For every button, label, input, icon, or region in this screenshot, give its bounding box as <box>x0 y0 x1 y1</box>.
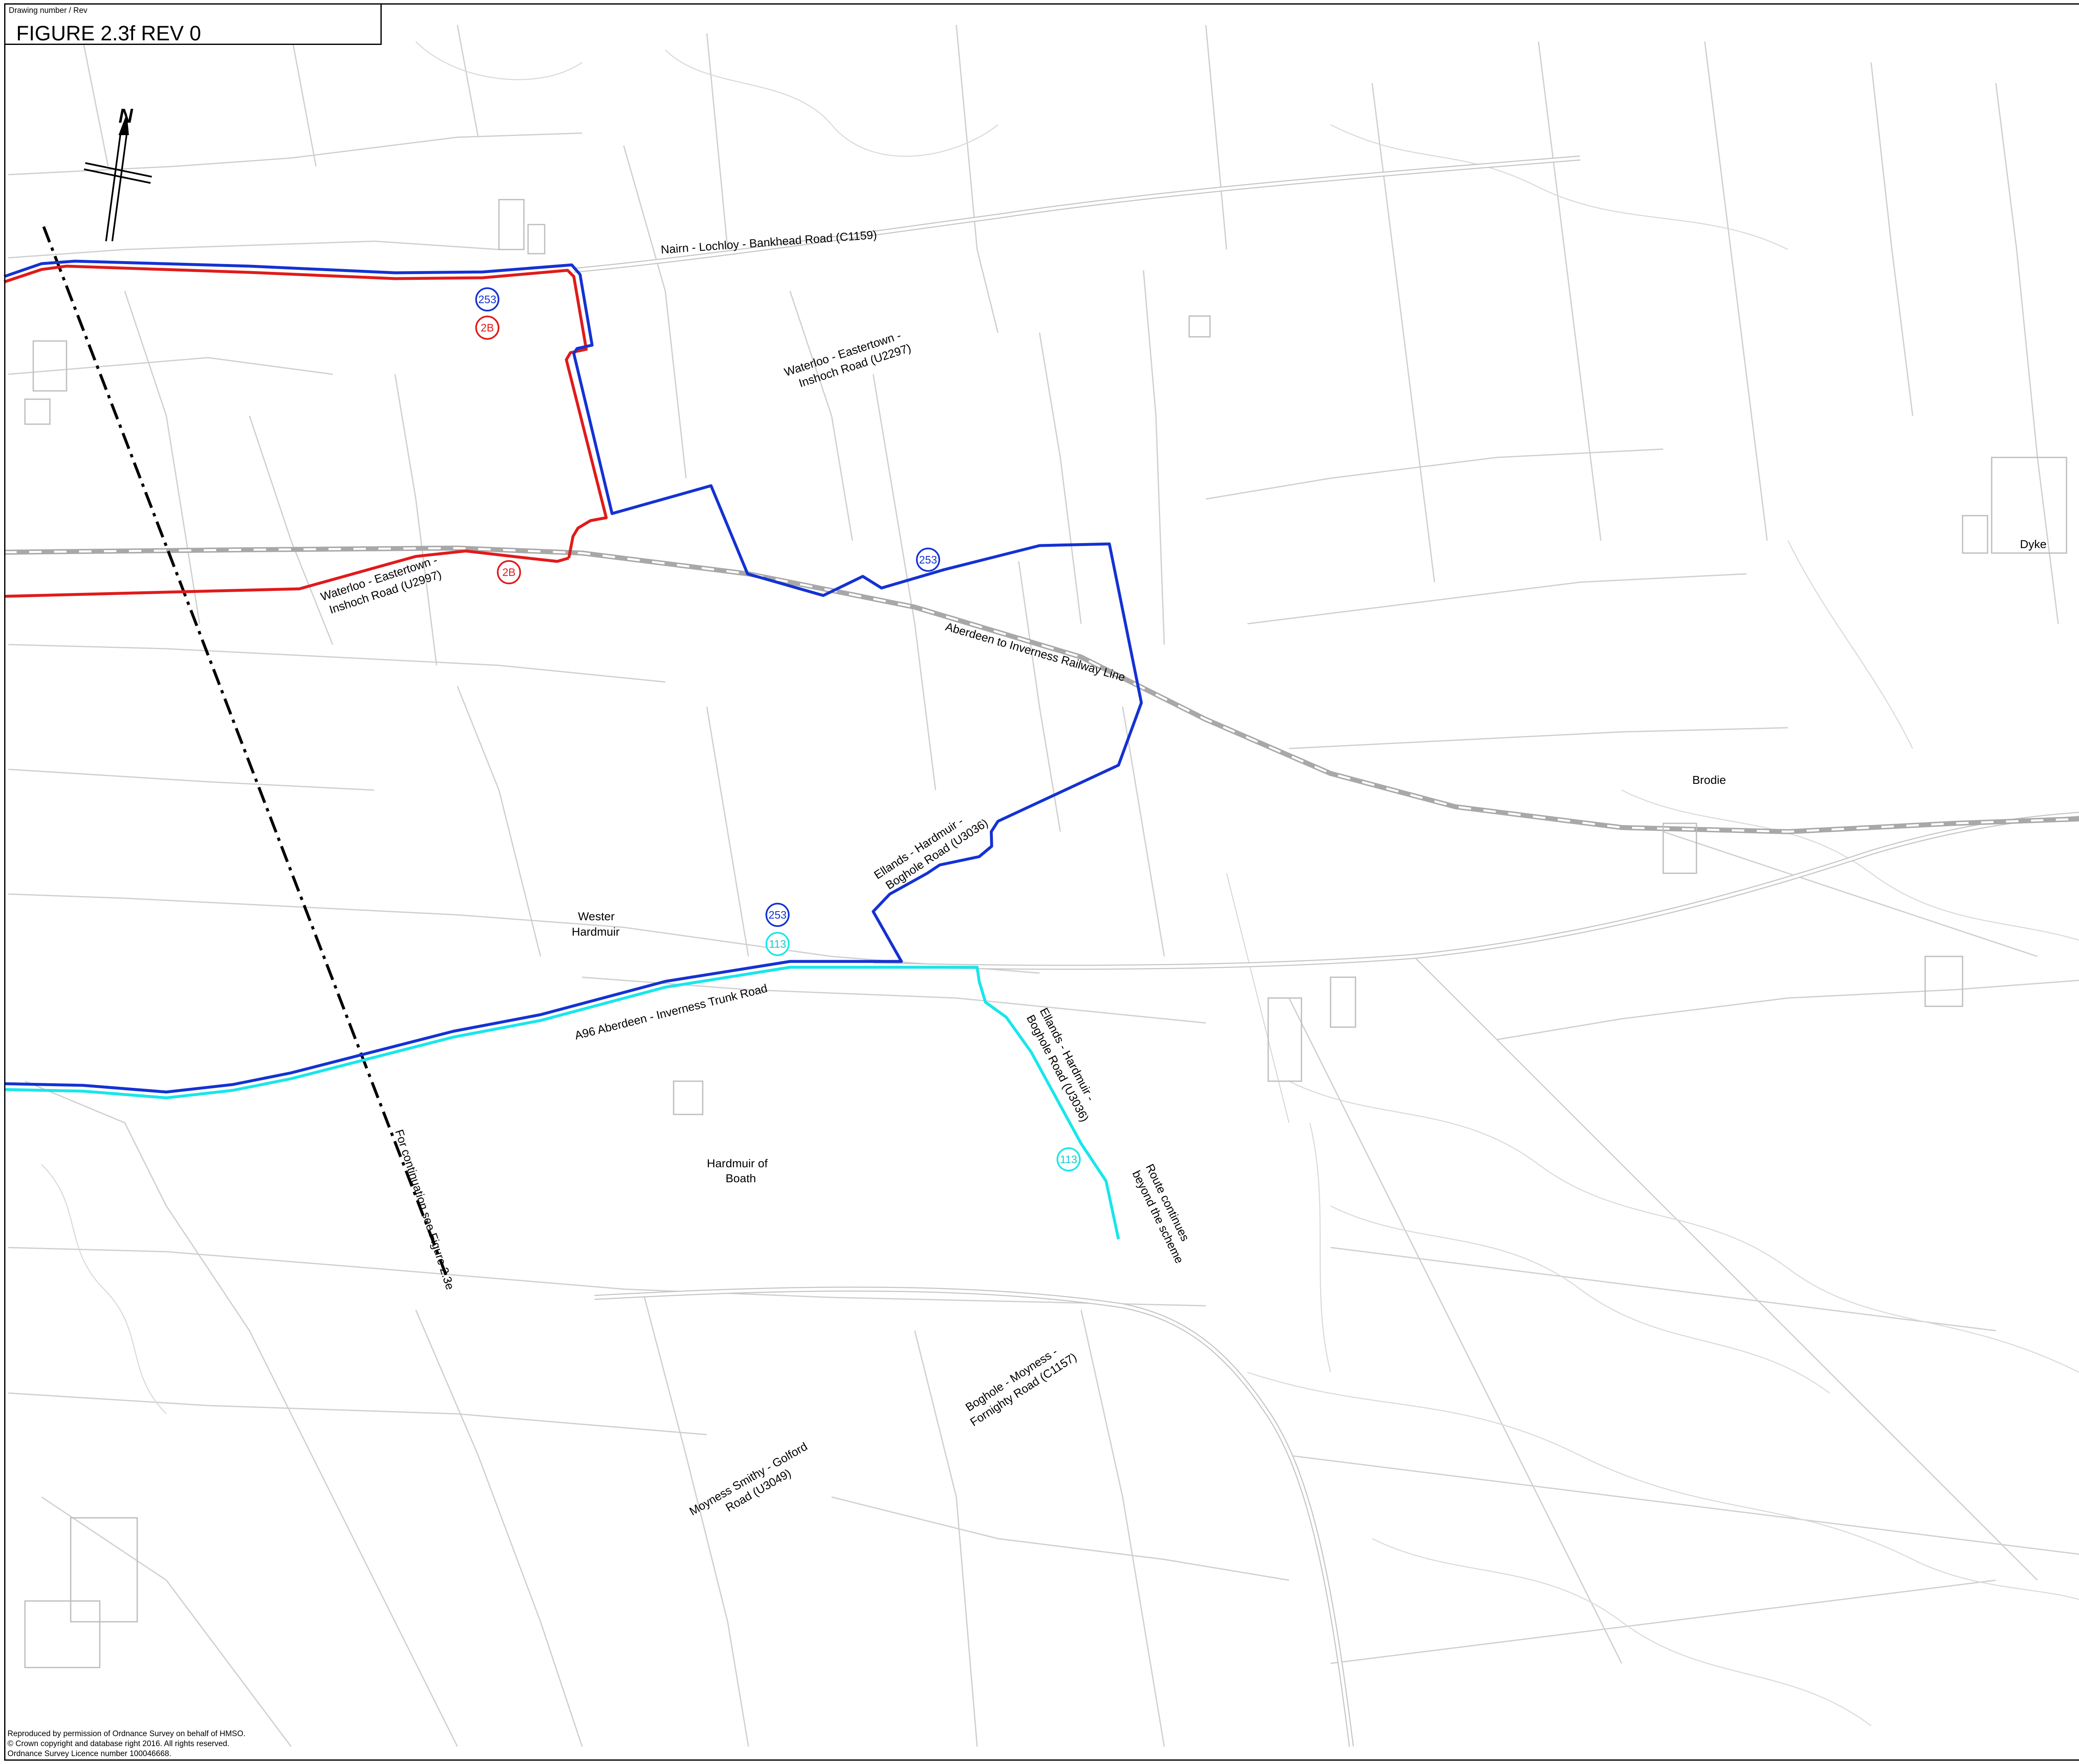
route-113[interactable] <box>4 966 1120 1240</box>
route-253[interactable] <box>3 259 1143 1094</box>
route-badge-label: 253 <box>919 553 937 566</box>
route-badge-label: 113 <box>1060 1153 1077 1166</box>
railway-line <box>4 545 2079 835</box>
north-arrow: N <box>84 105 152 242</box>
copyright-line-2: © Crown copyright and database right 201… <box>7 1739 230 1748</box>
route-badge-label: 2B <box>502 566 516 578</box>
route-2b[interactable] <box>3 264 608 598</box>
route-badge-253-middle[interactable]: 253 <box>916 548 940 572</box>
north-arrow-label: N <box>119 105 133 127</box>
basemap-contours <box>41 41 2079 1727</box>
copyright-line-3: Ordnance Survey Licence number 100046668… <box>7 1749 171 1758</box>
route-badge-label: 253 <box>478 293 496 306</box>
route-badge-label: 253 <box>768 909 786 921</box>
continuation-boundary-line <box>42 226 450 1282</box>
route-2b-north-segment[interactable] <box>3 264 608 558</box>
copyright-line-1: Reproduced by permission of Ordnance Sur… <box>7 1729 246 1738</box>
place-label-dyke: Dyke <box>2020 538 2047 551</box>
route-badge-label: 113 <box>769 938 786 950</box>
place-label-hardmuir: Hardmuir <box>572 925 620 938</box>
place-label-wester: Wester <box>578 910 615 923</box>
route-badge-2b-north[interactable]: 2B <box>475 316 499 340</box>
route-badge-label: 2B <box>481 321 494 334</box>
place-label-hardmuir-of: Hardmuir of <box>707 1157 768 1170</box>
route-badge-113-a96[interactable]: 113 <box>765 932 790 956</box>
place-label-brodie: Brodie <box>1692 773 1726 786</box>
basemap-field-boundaries <box>8 25 2079 1747</box>
route-113-main-segment[interactable] <box>4 966 1120 1240</box>
copyright-notice: Reproduced by permission of Ordnance Sur… <box>7 1729 282 1759</box>
settlements <box>24 199 2067 1668</box>
figure-title: FIGURE 2.3f REV 0 <box>16 22 201 45</box>
title-block: Drawing number / Rev FIGURE 2.3f REV 0 <box>4 3 382 45</box>
route-253-north-segment[interactable] <box>3 259 1143 1094</box>
route-badge-253-south[interactable]: 253 <box>765 903 790 927</box>
route-badge-113-boghole[interactable]: 113 <box>1057 1147 1081 1171</box>
north-arrow-head-icon <box>119 113 129 135</box>
place-label-boath: Boath <box>726 1172 756 1185</box>
route-badge-2b-south[interactable]: 2B <box>497 560 521 584</box>
route-2b-south-segment[interactable] <box>4 549 569 598</box>
drawing-number-label: Drawing number / Rev <box>9 6 88 15</box>
route-badge-253-north[interactable]: 253 <box>475 287 499 311</box>
